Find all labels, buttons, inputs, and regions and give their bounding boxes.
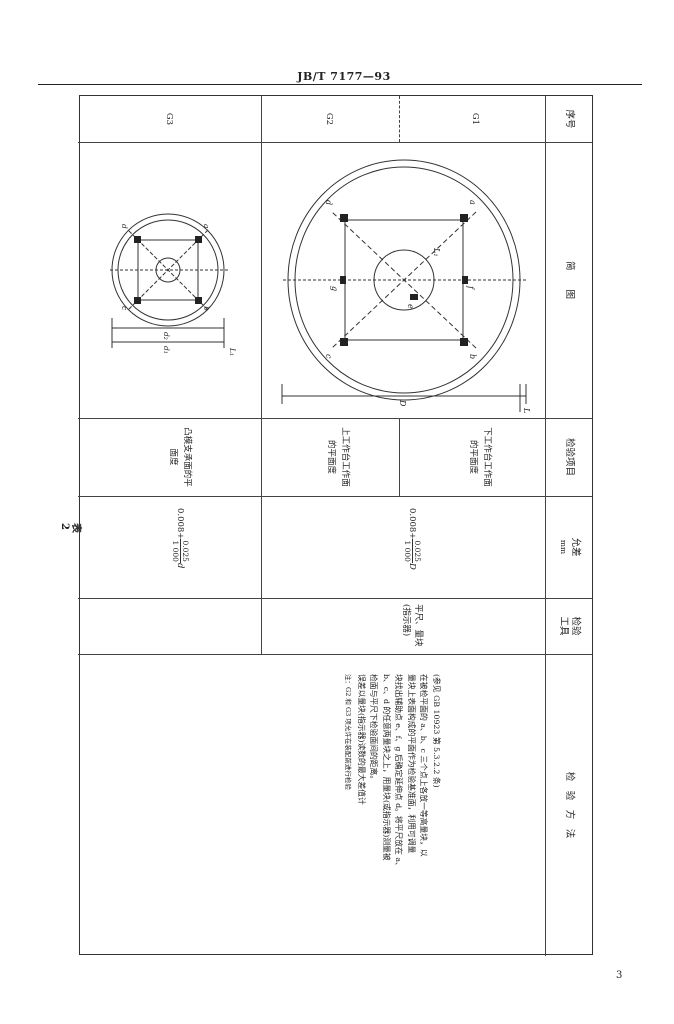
worktable-drawing [281, 159, 527, 412]
label-a: a [202, 224, 211, 228]
tools-g1-g2: 平尺、量块(指示器) [401, 604, 423, 647]
gauge-block [195, 236, 202, 243]
diagram-g3: a b c d L₁ d₂ d₁ [108, 213, 237, 356]
label-c: c [324, 354, 333, 359]
gauge-block [460, 214, 468, 222]
gauge-block [462, 276, 468, 284]
gauge-blocks [134, 236, 202, 304]
header-diagram: 简 图 [564, 260, 575, 299]
label-d2: d₂ [162, 332, 171, 340]
tol-g12-var: D [407, 562, 417, 570]
table-grid: 序号 简 图 检验项目 允差 mm 检验工具 检 验 方 法 G1 G2 G3 … [78, 95, 593, 956]
col-sep [78, 496, 592, 497]
gauge-block [460, 338, 468, 346]
gauge-block [410, 294, 418, 300]
label-c: c [120, 306, 129, 311]
tol-g12-base: 0.008+ [407, 508, 417, 540]
gauge-blocks [340, 214, 468, 346]
diagram-g1-g2: a b c d e f g L L₁ D [281, 159, 531, 413]
item-g1: 下工作台工作面的平面度 [468, 427, 492, 487]
header-tolerance-label: 允差 [570, 537, 581, 557]
label-g: g [330, 286, 339, 291]
gauge-block [195, 297, 202, 304]
seq-g1: G1 [470, 112, 480, 126]
tol-g3-num: 0.025 [180, 539, 190, 563]
header-item: 检验项目 [564, 437, 575, 476]
tol-g3-var: d [175, 562, 185, 569]
label-f: f [466, 285, 475, 291]
item-g3: 凸模支承面的平面度 [168, 427, 192, 487]
label-d1: d₁ [162, 346, 171, 354]
method-line: 误差以量块(指示器)读数的最大差值计 [357, 674, 366, 805]
label-b: b [202, 306, 211, 311]
item-g2: 上工作台工作面的平面度 [326, 427, 350, 487]
method-note: 注：G2 和 G3 项允许在装配前进行检验 [344, 674, 353, 790]
method-text: (参见 GB 10923 第 5.3.2.2 条) 在被检平面的 a、b、c 三… [342, 674, 442, 870]
gauge-block [340, 338, 348, 346]
header-tolerance-unit: mm [559, 539, 568, 555]
tol-g3-base: 0.008+ [175, 508, 185, 540]
label-L: L [522, 407, 531, 413]
punch-support-drawing [108, 213, 228, 348]
label-L1: L₁ [432, 247, 441, 257]
label-L1: L₁ [228, 347, 237, 356]
row-sep [399, 96, 400, 142]
label-d: d [324, 200, 333, 205]
tol-g12-num: 0.025 [412, 539, 422, 563]
seq-g3: G3 [164, 112, 174, 126]
gauge-block [340, 276, 346, 284]
header-tolerance: 允差 mm [546, 496, 592, 598]
gauge-block [134, 236, 141, 243]
header-method: 检 验 方 法 [564, 771, 575, 839]
label-D: D [398, 399, 407, 407]
gauge-block [134, 297, 141, 304]
method-line: 量块上表面构成的平面作为检验基准面，利用可调量 [407, 674, 416, 854]
method-line: 块找出辅助点 e、f、g 后确定延伸点 d。将平尺放在 a、 [394, 674, 404, 870]
header-seq: 序号 [564, 109, 575, 129]
row-sep [399, 418, 400, 496]
standard-number: JB/T 7177—93 [297, 70, 391, 83]
gauge-block [340, 214, 348, 222]
method-line: 在被检平面的 a、b、c 三个点上各放一等高量块，以 [419, 674, 429, 857]
page-header: JB/T 7177—93 [0, 0, 674, 92]
seq-g2: G2 [324, 112, 334, 126]
header-tools: 检验工具 [558, 616, 581, 636]
header-rule [38, 84, 642, 85]
method-line: b、c、d 的任意两量块之上，用量块(或指示器)测量被 [382, 674, 391, 861]
col-sep [78, 598, 592, 599]
label-d: d [120, 224, 129, 229]
label-b: b [468, 354, 477, 359]
method-line: (参见 GB 10923 第 5.3.2.2 条) [432, 674, 441, 788]
col-sep [78, 418, 592, 419]
label-a: a [468, 200, 477, 205]
label-e: e [406, 304, 415, 309]
tol-g12-den: 1 000 [403, 540, 412, 562]
tol-g3-den: 1 000 [171, 540, 180, 562]
col-sep [78, 654, 592, 655]
page-number: 3 [616, 970, 623, 981]
rotated-table: 序号 简 图 检验项目 允差 mm 检验工具 检 验 方 法 G1 G2 G3 … [78, 95, 593, 956]
method-line: 检面与平尺下检验面间的距离。 [369, 674, 379, 784]
